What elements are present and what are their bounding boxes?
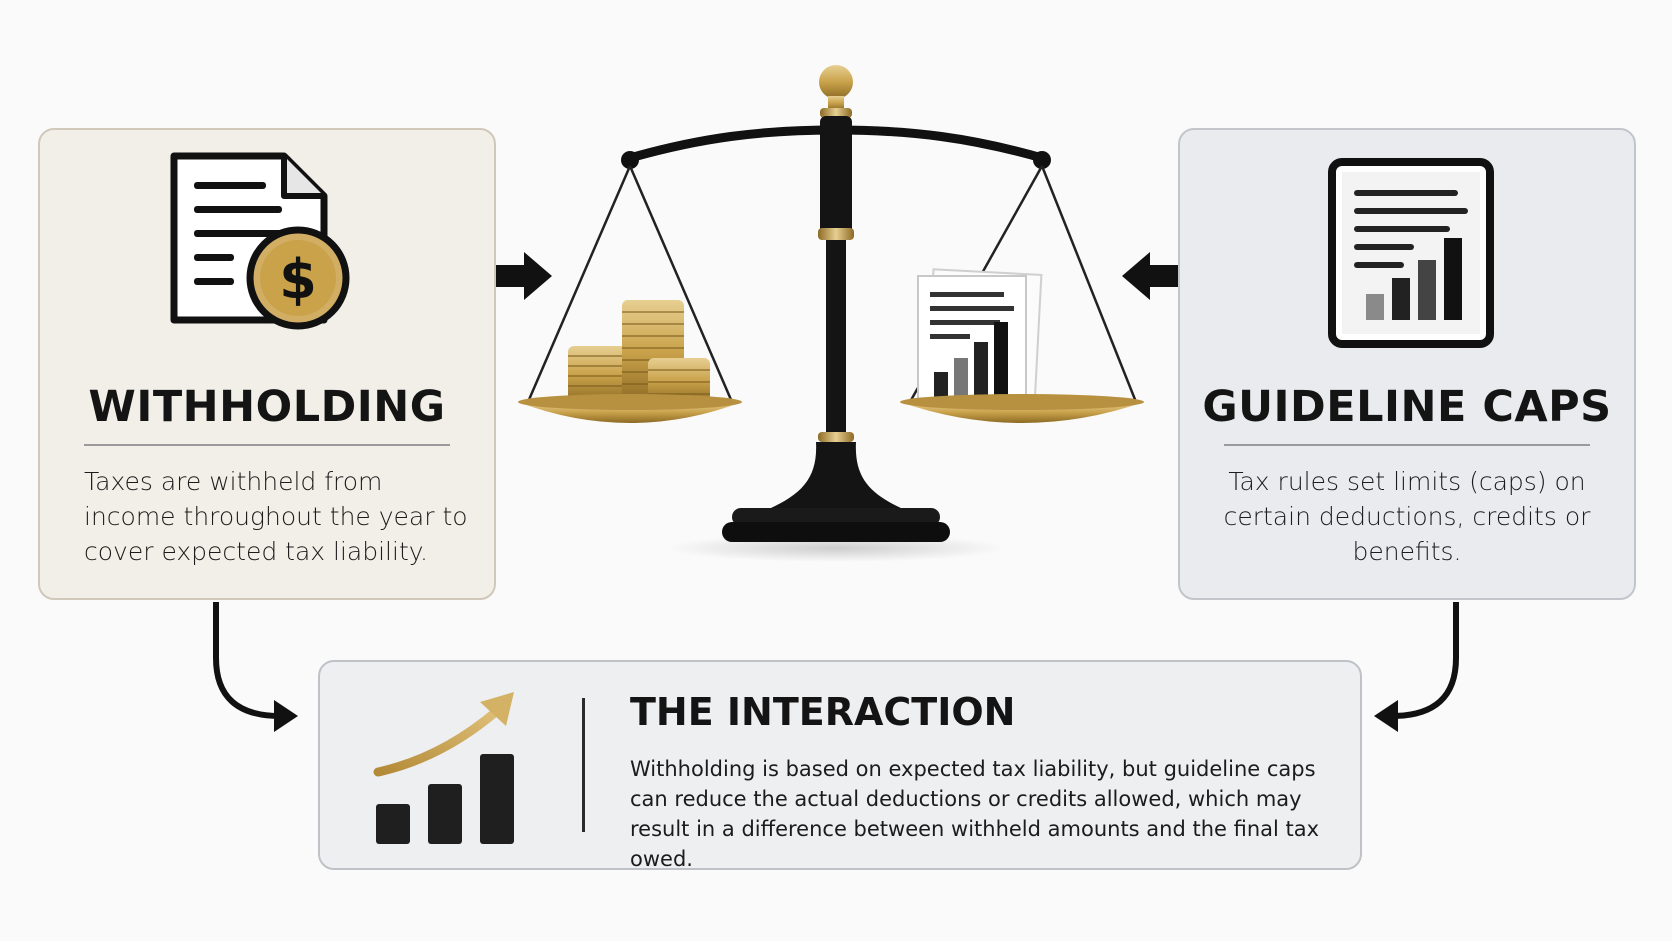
arrow-into-scale-right bbox=[1122, 252, 1178, 300]
interaction-title: THE INTERACTION bbox=[630, 690, 1016, 734]
connector-caps-to-interaction bbox=[1374, 602, 1459, 732]
svg-text:$: $ bbox=[279, 248, 317, 311]
withholding-divider bbox=[84, 444, 450, 446]
balance-scale-icon bbox=[518, 65, 1144, 562]
arrow-into-scale-left bbox=[496, 252, 552, 300]
coin-stacks-icon bbox=[568, 300, 710, 404]
interaction-panel: THE INTERACTION Withholding is based on … bbox=[318, 660, 1362, 871]
withholding-description: Taxes are withheld from income throughou… bbox=[84, 467, 468, 566]
growth-chart-arrow-icon bbox=[373, 692, 514, 844]
withholding-title: WITHHOLDING bbox=[88, 382, 446, 432]
connector-withholding-to-interaction bbox=[213, 602, 298, 732]
report-chart-icon bbox=[917, 268, 1043, 408]
document-dollar-icon: $ bbox=[170, 152, 350, 330]
guideline-caps-description: Tax rules set limits (caps) on certain d… bbox=[1223, 467, 1591, 566]
interaction-description: Withholding is based on expected tax lia… bbox=[630, 757, 1320, 871]
guideline-caps-panel: GUIDELINE CAPS Tax rules set limits (cap… bbox=[1178, 128, 1636, 600]
document-bar-chart-icon bbox=[1328, 158, 1494, 348]
guideline-caps-title: GUIDELINE CAPS bbox=[1202, 382, 1612, 432]
interaction-divider bbox=[582, 698, 585, 832]
withholding-panel: $ WITHHOLDING Taxes are withheld from in… bbox=[38, 128, 496, 600]
guideline-caps-divider bbox=[1224, 444, 1590, 446]
